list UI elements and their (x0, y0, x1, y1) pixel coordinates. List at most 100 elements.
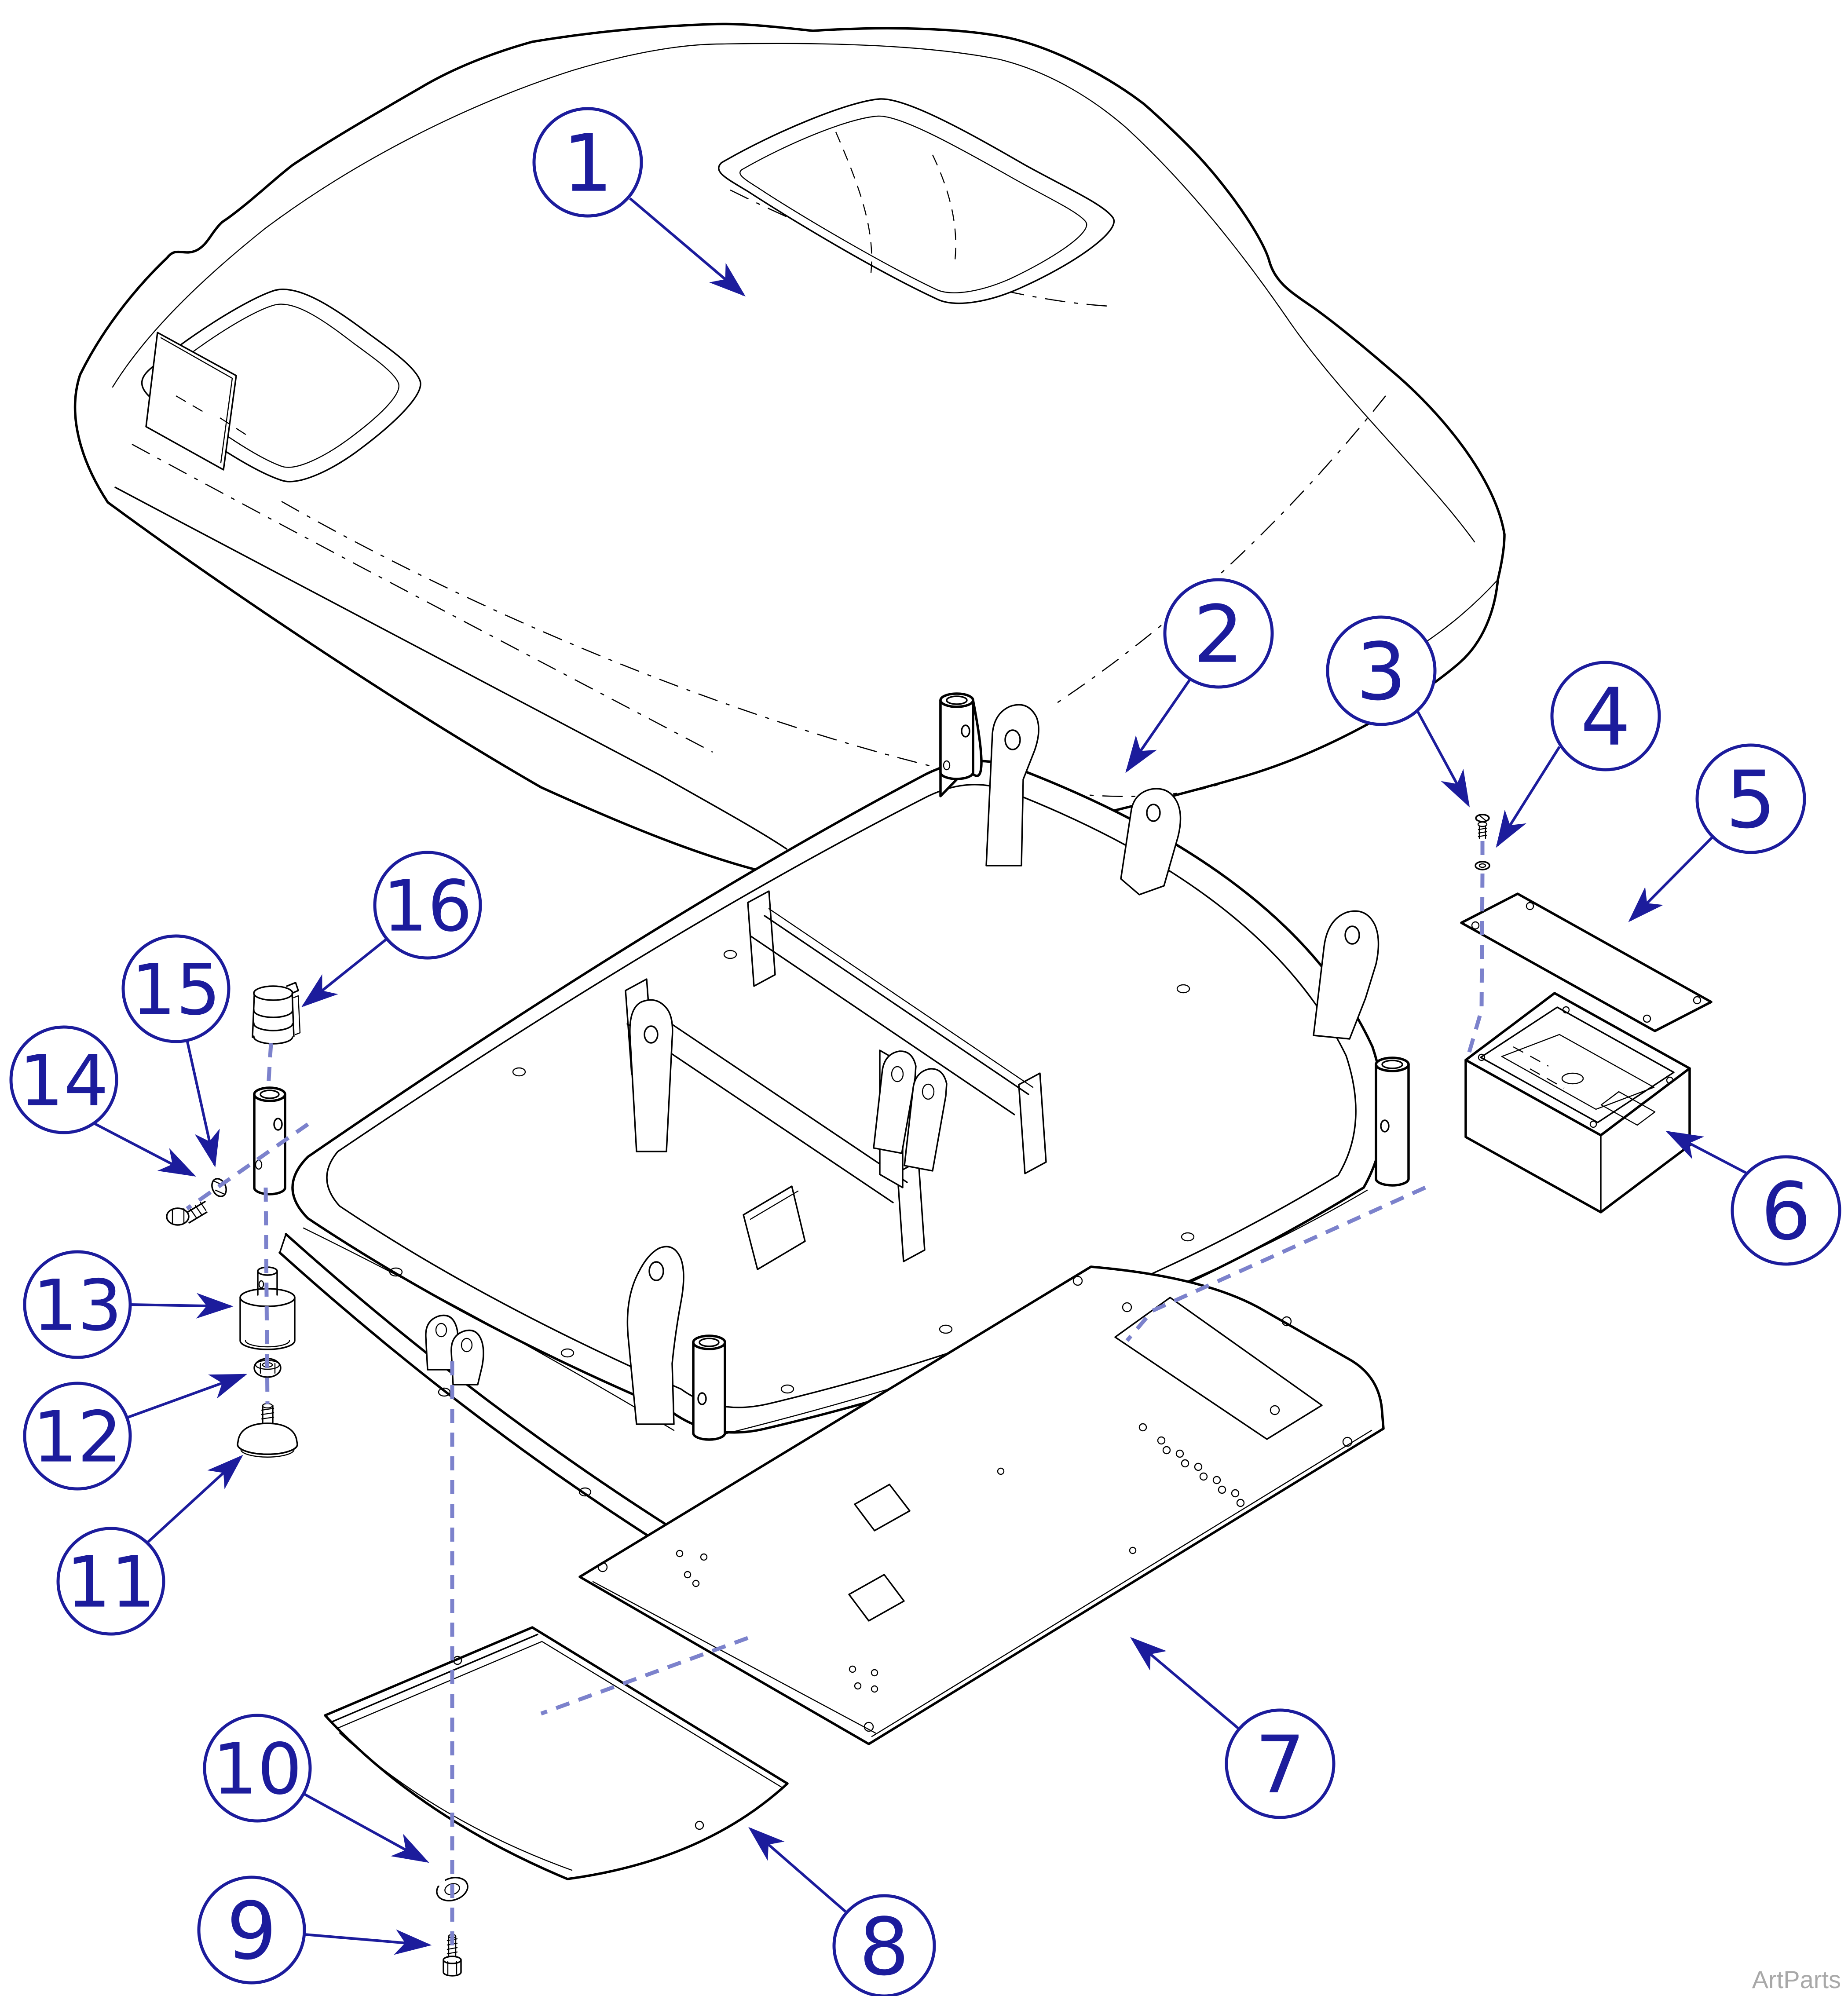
panel-hole-rows (1138, 1423, 1245, 1507)
callout-5: 5 (1628, 743, 1806, 922)
callout-15: 15 (121, 934, 231, 1168)
frame-bracket-arm2 (1120, 788, 1182, 896)
cover-pocket-plate (145, 332, 237, 471)
callout-12: 12 (23, 1374, 248, 1491)
panel-flange2 (871, 1429, 1372, 1737)
callout-16: 16 (301, 851, 482, 1008)
panel-flange (592, 1581, 876, 1734)
dash-bolt14-diagonal (186, 1122, 309, 1210)
panel-outline (578, 1265, 1385, 1745)
callouts: 1 2 3 4 5 6 7 (9, 107, 1841, 1996)
panel-cutout-mid (854, 1484, 911, 1532)
frame-tab-left (629, 999, 673, 1152)
callout-11-number: 11 (66, 1541, 156, 1623)
callout-12-number: 12 (33, 1396, 122, 1478)
cover-lower-pocket-dash2 (220, 417, 248, 436)
cover-hidden-right (1055, 395, 1387, 705)
callout-14: 14 (9, 1025, 196, 1177)
callout-1: 1 (532, 107, 746, 297)
cover-upper-pocket-wall1 (835, 132, 872, 273)
callout-9: 9 (197, 1875, 432, 1985)
frame-mid-lugs (873, 1050, 948, 1172)
cover-hidden-skirt (132, 443, 713, 753)
frame-post-right (1375, 1056, 1410, 1187)
frame-bumper-bottom (278, 1251, 700, 1569)
frame-gusset-fold (750, 1190, 799, 1220)
alignment-dashed-lines (186, 841, 1485, 1953)
callout-5-number: 5 (1726, 754, 1776, 846)
callout-10-number: 10 (212, 1728, 302, 1810)
callout-7: 7 (1130, 1637, 1336, 1819)
part-utility-box (1464, 992, 1691, 1214)
part-lower-cover (324, 1626, 789, 1880)
panel-cutout-large (1114, 1297, 1323, 1440)
frame-bumper-hole1 (438, 1387, 451, 1397)
frame-gusset (743, 1185, 806, 1270)
frame-front-lugs (425, 1314, 484, 1386)
part-base-cover (73, 22, 1506, 879)
panel-cutout-small (848, 1574, 905, 1622)
dash-box-to-panel (1125, 1185, 1426, 1342)
frame-post-rear (939, 692, 983, 797)
part-cover-plate (1460, 892, 1713, 1032)
frame-bumper-cap-left (279, 1233, 287, 1254)
lower-cover-outline (324, 1626, 789, 1880)
part-bottom-panel (578, 1265, 1385, 1745)
frame-bumper-hole2 (578, 1487, 592, 1497)
panel-screw-holes (597, 1276, 1353, 1732)
cover-skirt-line (114, 486, 787, 850)
hardware-washer-4 (1475, 861, 1490, 870)
frame-ring-outer (291, 760, 1385, 1434)
callout-2: 2 (1125, 578, 1274, 773)
frame-rail-face1 (303, 1227, 675, 1431)
callout-8-number: 8 (859, 1901, 910, 1993)
cover-upper-pocket (718, 98, 1115, 304)
frame-post-front (692, 1334, 726, 1441)
callout-6: 6 (1665, 1131, 1841, 1266)
watermark: ArtParts (1752, 1966, 1841, 1993)
callout-9-number: 9 (227, 1886, 277, 1978)
dash-screw3-to-box (1467, 841, 1485, 1053)
lower-cover-flange1 (332, 1634, 538, 1722)
box-rim-inner (1480, 1006, 1675, 1123)
frame-cross-rail-a (747, 890, 1047, 1174)
hardware-bushing-13 (239, 1266, 296, 1350)
box-oval-hole (1561, 1072, 1584, 1085)
part-frame-weldment (253, 692, 1410, 1569)
callout-7-number: 7 (1255, 1719, 1306, 1811)
box-floor (1501, 1034, 1655, 1110)
hardware-leveler-11 (237, 1403, 298, 1458)
hardware-screw-3 (1475, 814, 1490, 839)
callout-3-number: 3 (1356, 626, 1407, 718)
cover-outline (73, 22, 1506, 879)
callout-1-number: 1 (563, 118, 613, 210)
cover-pocket-plate-edge (160, 337, 233, 464)
frame-ring-inner (326, 784, 1357, 1408)
lower-cover-curve (339, 1732, 573, 1871)
cover-hidden-bottom (281, 501, 1232, 797)
callout-11: 11 (56, 1455, 243, 1636)
callout-6-number: 6 (1761, 1166, 1811, 1258)
hardware-bolt-14 (166, 1201, 208, 1226)
plate-outline (1460, 892, 1713, 1032)
frame-tab-wavy (626, 1246, 684, 1425)
frame-bracket-right-arm (1313, 910, 1380, 1040)
hardware-spring-16 (252, 982, 301, 1045)
callout-15-number: 15 (131, 949, 221, 1031)
dash-cover8-diagonal (540, 1636, 749, 1716)
callout-8: 8 (748, 1827, 936, 1996)
dash-left-column (263, 1187, 270, 1404)
callout-4-number: 4 (1581, 672, 1631, 764)
callout-3: 3 (1326, 615, 1470, 808)
cover-upper-pocket-inner (739, 115, 1087, 293)
callout-14-number: 14 (19, 1040, 109, 1122)
callout-13: 13 (23, 1250, 234, 1359)
callout-10: 10 (203, 1714, 429, 1863)
callout-4: 4 (1496, 661, 1661, 848)
cover-lower-pocket-dash1 (176, 395, 208, 415)
box-slot (1600, 1091, 1656, 1126)
box-dash2 (1530, 1068, 1565, 1089)
callout-2-number: 2 (1193, 589, 1244, 681)
